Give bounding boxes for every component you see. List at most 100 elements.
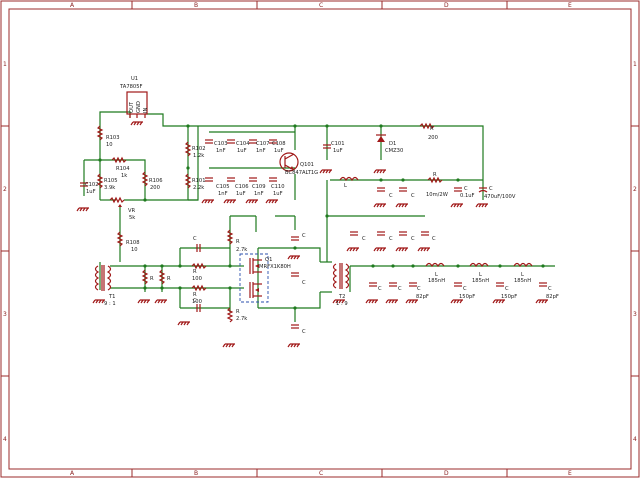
- label-c110: C110: [271, 184, 285, 190]
- label-c-82pf-2: C: [548, 286, 552, 292]
- label-c-mid: C: [464, 186, 468, 192]
- label-c-drain-2: C: [302, 280, 306, 286]
- label-r103: R103: [106, 135, 120, 141]
- resistor-r-top: [419, 122, 435, 130]
- row-label-4-right: 4: [633, 436, 637, 443]
- label-c-150pf-1-value: 150pF: [459, 294, 475, 300]
- col-label-c: C: [319, 2, 323, 9]
- col-label-c-bottom: C: [319, 470, 323, 477]
- transformer-t1: [94, 265, 112, 291]
- wires: [83, 111, 555, 322]
- resistor-r100-bottom: [191, 284, 207, 292]
- resistor-r2-7k-bottom: [226, 307, 234, 323]
- capacitor-c-rail-3: [399, 231, 407, 236]
- label-l-mid: L: [344, 183, 347, 189]
- capacitor-c101: [323, 144, 331, 149]
- capacitor-c-82pf-1: [409, 282, 417, 287]
- capacitor-c103: [205, 139, 213, 144]
- row-label-2-right: 2: [633, 186, 637, 193]
- resistors: [96, 122, 443, 323]
- label-r103-value: 10: [106, 142, 113, 148]
- label-c-rail-2: C: [389, 236, 393, 242]
- label-l-3: L: [521, 272, 524, 278]
- label-r-mid-value: 10m/2W: [426, 192, 448, 198]
- label-r105-value: 3.9k: [104, 185, 115, 191]
- label-c-in-top: C: [193, 236, 197, 242]
- label-r102-value: 1.2k: [193, 153, 204, 159]
- label-l-2: L: [479, 272, 482, 278]
- regulator-u1: U1 TA7805F OUT GND IN: [119, 76, 149, 118]
- transformer-t2: [332, 263, 350, 289]
- label-q1-value: MRFX1K80H: [259, 264, 291, 270]
- u1-pin-gnd: GND: [136, 101, 142, 113]
- label-c-150pf-2-value: 150pF: [501, 294, 517, 300]
- label-c-rail-1: C: [362, 236, 366, 242]
- capacitor-c109: [249, 177, 257, 182]
- label-c108-value: 1uF: [274, 148, 284, 154]
- label-c101-value: 1uF: [333, 148, 343, 154]
- label-r100-top-value: 100: [192, 276, 202, 282]
- label-r102: R102: [192, 146, 206, 152]
- label-c-mid-1: C: [389, 193, 393, 199]
- label-c107: C107: [256, 141, 270, 147]
- label-c-out-1: C: [378, 286, 382, 292]
- capacitor-c104: [227, 139, 235, 144]
- capacitor-c108: [269, 139, 277, 144]
- component-labels: R103 10 R104 1k R105 3.9k R106 200 C102 …: [85, 126, 559, 335]
- label-c105-value: 1nF: [218, 191, 228, 197]
- col-label-d: D: [444, 2, 449, 9]
- label-q101: Q101: [300, 162, 314, 168]
- capacitor-c105: [205, 177, 213, 182]
- label-l-3-value: 185nH: [514, 278, 531, 284]
- capacitor-c-out-2: [389, 282, 397, 287]
- label-c-bulk-value: 470uF/100V: [484, 194, 516, 200]
- label-c-mid-value: 0.1uF: [460, 193, 475, 199]
- label-c103: C103: [214, 141, 228, 147]
- label-d1: D1: [389, 141, 396, 147]
- u1-ref: U1: [131, 76, 138, 82]
- inductors: [339, 176, 533, 268]
- label-r-in-1: R: [150, 276, 154, 282]
- label-c-82pf-2-value: 82pF: [546, 294, 559, 300]
- label-r101-value: 2.2k: [193, 185, 204, 191]
- capacitor-c-mid-1: [377, 187, 385, 192]
- label-d1-value: CMZ30: [385, 148, 403, 154]
- label-c-82pf-1-value: 82pF: [416, 294, 429, 300]
- label-c106: C106: [235, 184, 249, 190]
- label-c-rail-4: C: [432, 236, 436, 242]
- label-c102: C102: [85, 182, 99, 188]
- capacitor-c110: [269, 177, 277, 182]
- label-r100-top: R: [193, 269, 197, 275]
- col-label-e: E: [568, 2, 572, 9]
- resistor-r103: [96, 125, 104, 141]
- label-c-drain: C: [302, 233, 306, 239]
- label-c101: C101: [331, 141, 345, 147]
- label-l-2-value: 185nH: [472, 278, 489, 284]
- resistor-r2-7k-top: [226, 229, 234, 245]
- label-c110-value: 1uF: [273, 191, 283, 197]
- label-c-82pf-1: C: [417, 286, 421, 292]
- label-c-in-bottom: C: [193, 298, 197, 304]
- label-c104: C104: [236, 141, 250, 147]
- capacitor-c-0-1uf: [454, 187, 462, 192]
- label-r2-7k-bottom: R: [236, 309, 240, 315]
- capacitor-c-out-1: [369, 282, 377, 287]
- label-r100-bottom-value: 100: [192, 299, 202, 305]
- inductor-l-185nh-1: [425, 262, 445, 268]
- label-c108: C108: [272, 141, 286, 147]
- label-c104-value: 1uF: [237, 148, 247, 154]
- capacitor-c106: [227, 177, 235, 182]
- label-r104: R104: [116, 166, 130, 172]
- resistor-r-mid: [427, 176, 443, 184]
- label-c102-value: 1uF: [86, 189, 96, 195]
- row-label-1-right: 1: [633, 61, 637, 68]
- row-label-3-right: 3: [633, 311, 637, 318]
- label-c107-value: 1nF: [256, 148, 266, 154]
- u1-pin-in: IN: [143, 107, 149, 113]
- capacitor-c-in-bottom: [196, 304, 201, 312]
- capacitor-c-rail-2: [377, 231, 385, 236]
- resistor-r102: [184, 141, 192, 157]
